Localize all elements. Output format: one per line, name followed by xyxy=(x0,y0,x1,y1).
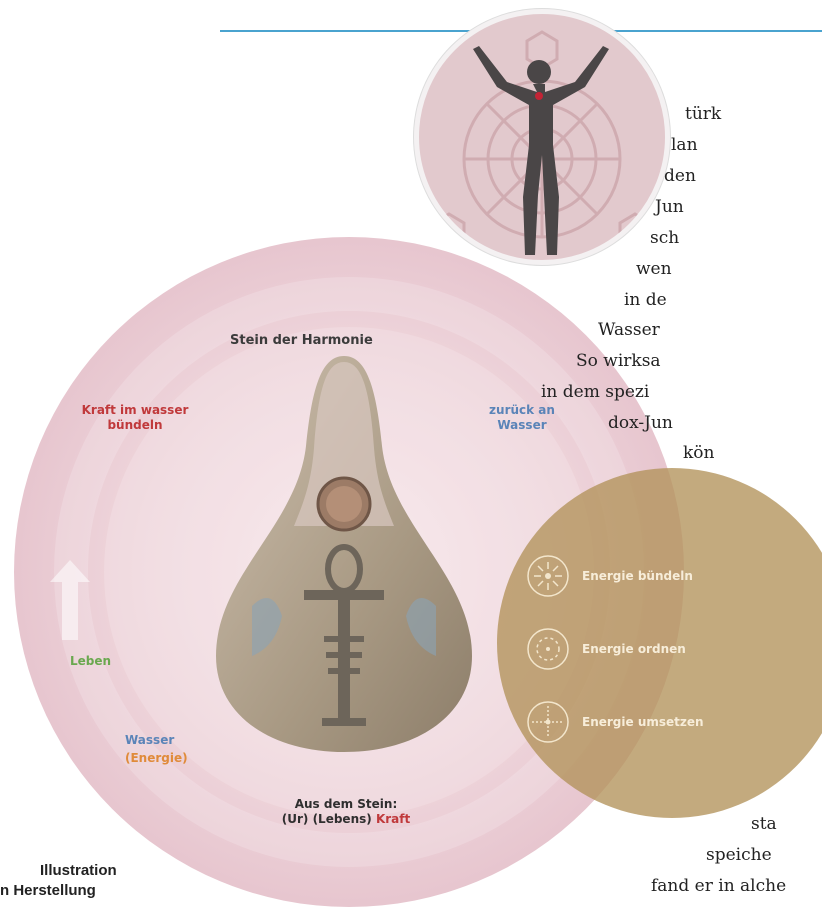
harmony-stone-image xyxy=(216,356,472,752)
energy-item-buendeln: Energie bündeln xyxy=(526,554,693,598)
label-kraft-line2: bündeln xyxy=(60,418,210,433)
label-energie: (Energie) xyxy=(125,751,188,766)
article-line: in dem spezi xyxy=(541,382,649,402)
article-line: sta xyxy=(751,814,777,834)
caption-line-2: n Herstellung xyxy=(0,882,96,899)
article-line: So wirksa xyxy=(576,351,661,371)
label-kraft-line1: Kraft im wasser xyxy=(60,403,210,418)
energy-label-buendeln: Energie bündeln xyxy=(582,569,693,583)
article-line: wen xyxy=(636,259,672,279)
article-line: speiche xyxy=(706,845,772,865)
label-zurueck-an-wasser: zurück an Wasser xyxy=(462,403,582,433)
cycle-arrow-icon xyxy=(50,560,90,640)
label-aus-line1: Aus dem Stein: xyxy=(262,797,430,812)
energy-label-umsetzen: Energie umsetzen xyxy=(582,715,704,729)
article-line: dox-Jun xyxy=(608,413,673,433)
article-line: Wasser xyxy=(598,320,660,340)
sun-burst-icon xyxy=(526,554,570,598)
article-line: fand er in alche xyxy=(651,876,786,896)
label-leben: Leben xyxy=(70,654,111,669)
diagram-title: Stein der Harmonie xyxy=(230,333,373,349)
article-line: lan xyxy=(671,135,698,155)
label-aus-dem-stein: Aus dem Stein: (Ur) (Lebens) Kraft xyxy=(262,797,430,827)
label-kraft-im-wasser: Kraft im wasser bündeln xyxy=(60,403,210,433)
label-zurueck-line2: Wasser xyxy=(462,418,582,433)
article-line: sch xyxy=(650,228,679,248)
article-line: Jun xyxy=(655,197,684,217)
energy-item-umsetzen: Energie umsetzen xyxy=(526,700,704,744)
article-line: in de xyxy=(624,290,667,310)
label-ur-lebens: (Ur) (Lebens) xyxy=(282,812,372,826)
energy-item-ordnen: Energie ordnen xyxy=(526,627,686,671)
crosshair-icon xyxy=(526,700,570,744)
human-figure-icon xyxy=(419,14,665,260)
energy-label-ordnen: Energie ordnen xyxy=(582,642,686,656)
article-line: türk xyxy=(685,104,721,124)
label-aus-line2: (Ur) (Lebens) Kraft xyxy=(262,812,430,827)
article-line: den xyxy=(664,166,696,186)
human-figure-disk xyxy=(414,9,670,265)
article-line: kön xyxy=(683,443,715,463)
label-wasser: Wasser xyxy=(125,733,174,748)
label-kraft-red: Kraft xyxy=(376,812,410,826)
caption-line-1: Illustration xyxy=(40,862,117,879)
order-ring-icon xyxy=(526,627,570,671)
label-zurueck-line1: zurück an xyxy=(462,403,582,418)
